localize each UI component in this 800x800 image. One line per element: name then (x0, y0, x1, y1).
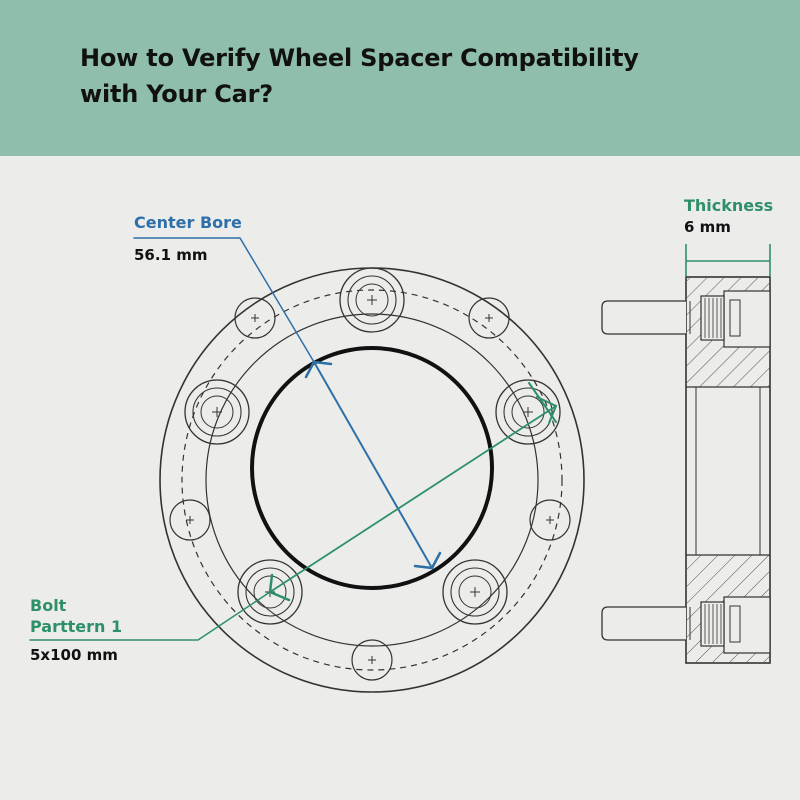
bolt-hole (234, 297, 276, 339)
bolt-hole (529, 499, 571, 541)
page-title: How to Verify Wheel Spacer Compatibility… (80, 44, 639, 108)
bolt-circle-dashed (181, 289, 563, 671)
center-bore-heading: Center Bore (134, 213, 242, 232)
spacer-side-view (601, 276, 771, 664)
bolt-pattern-value: 5x100 mm (30, 646, 118, 664)
header-banner (0, 0, 800, 156)
bolt-hole (468, 297, 510, 339)
center-bore-leader (133, 237, 315, 363)
stud-top (601, 300, 686, 335)
center-bore-arrow-line (313, 361, 433, 569)
bolt-pattern-arrowhead-right (536, 396, 558, 424)
arrowhead-bottom (413, 551, 442, 570)
bolt-pattern-heading-line1: Bolt (30, 596, 67, 615)
bolt-pattern-leader (29, 591, 271, 641)
stud-bottom (601, 606, 686, 641)
inner-ring (205, 313, 539, 647)
bolt-pattern-line (269, 405, 557, 593)
thickness-heading: Thickness (684, 196, 774, 215)
stud-boss (442, 559, 508, 625)
bolt-pattern-heading-line2: Parttern 1 (30, 617, 123, 636)
center-bore-dimension (133, 237, 442, 570)
stud-boss (495, 379, 561, 445)
center-bore-hole (250, 346, 494, 590)
thickness-dimension (685, 244, 771, 276)
center-bore-value: 56.1 mm (134, 246, 208, 264)
spacer-front-view (159, 267, 585, 693)
bolt-hole (169, 499, 211, 541)
stud-boss (184, 379, 250, 445)
stud-boss (339, 267, 405, 333)
stud-bore-top (723, 290, 771, 348)
bolt-pattern-dimension (29, 382, 558, 641)
stud-bore-bottom (723, 596, 771, 654)
bolt-hole (351, 639, 393, 681)
arrowhead-top (304, 360, 333, 379)
bolt-pattern-arrowhead-left (268, 573, 291, 602)
thickness-value: 6 mm (684, 218, 731, 236)
stud-boss (237, 559, 303, 625)
